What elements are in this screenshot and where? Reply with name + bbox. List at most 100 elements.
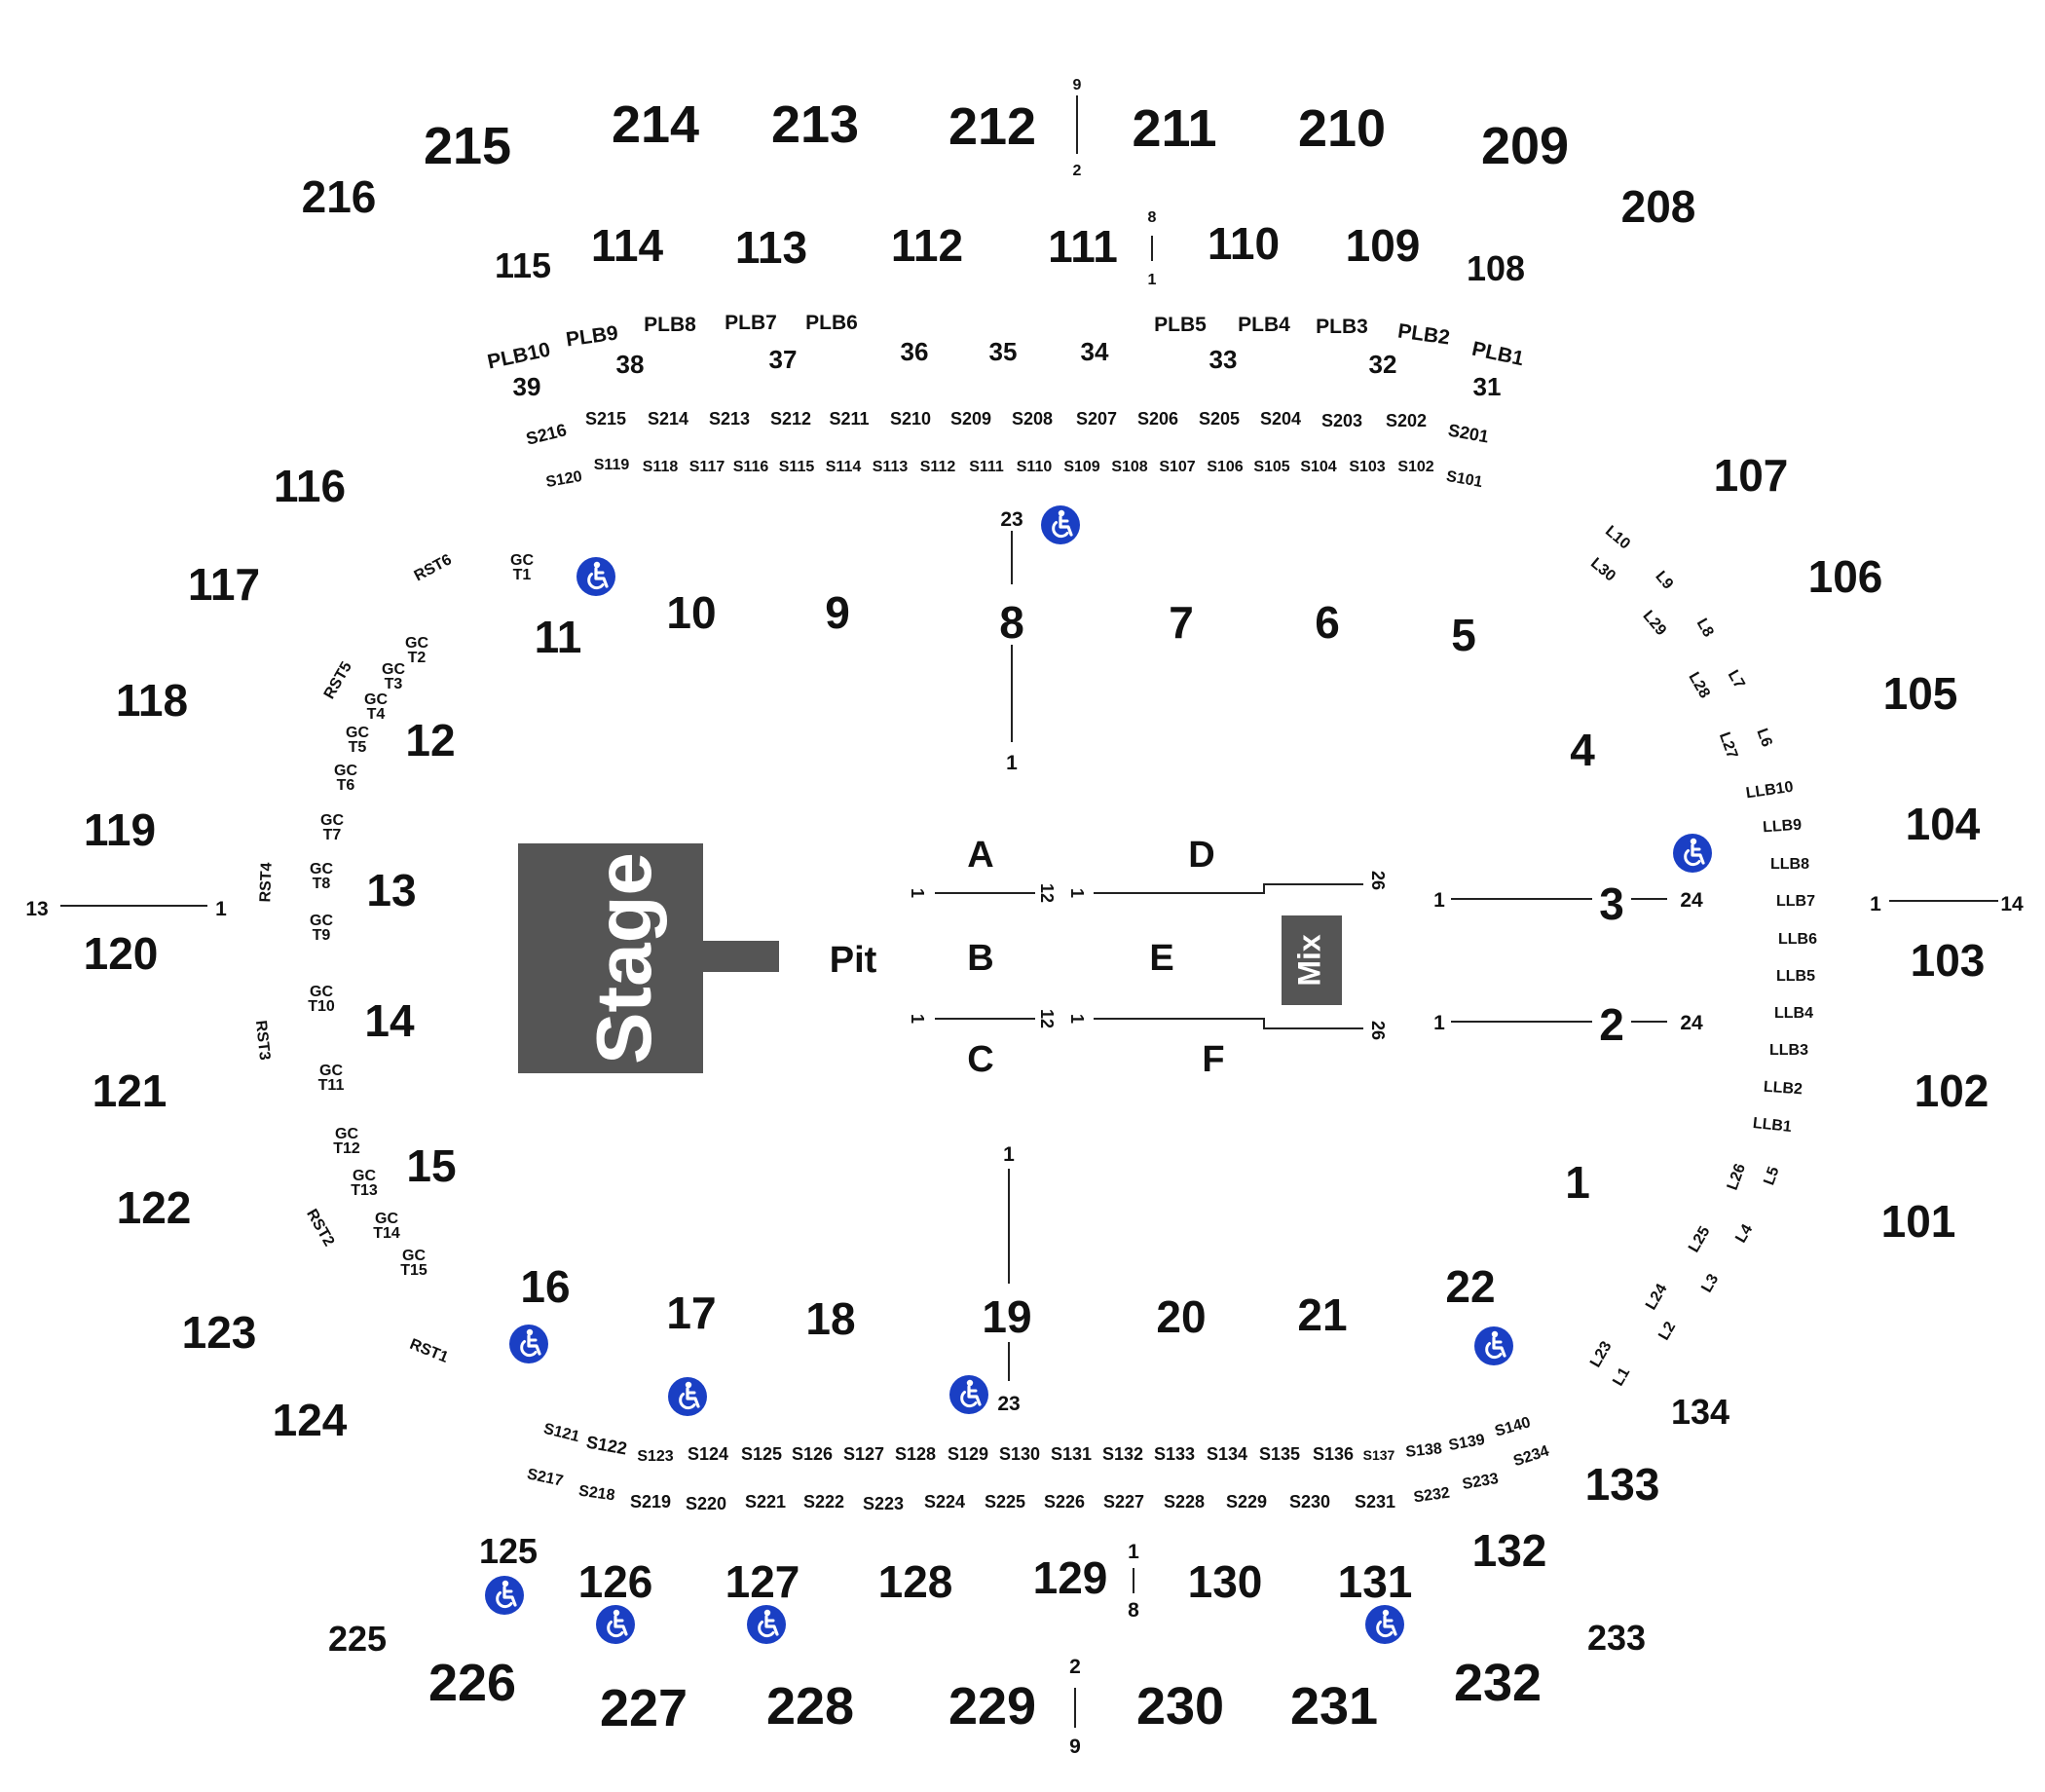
rst-box[interactable]: RST5 — [321, 659, 355, 702]
loge-box[interactable]: L27 — [1716, 730, 1740, 762]
suite[interactable]: S233 — [1461, 1471, 1500, 1493]
suite[interactable]: S214 — [648, 409, 688, 429]
suite[interactable]: S131 — [1051, 1444, 1092, 1464]
section-114[interactable]: 114 — [591, 220, 664, 271]
section-6[interactable]: 6 — [1315, 597, 1340, 648]
section-127[interactable]: 127 — [725, 1556, 800, 1607]
section-130[interactable]: 130 — [1188, 1556, 1263, 1607]
suite[interactable]: S127 — [843, 1444, 884, 1464]
suite[interactable]: S213 — [709, 409, 750, 429]
suite[interactable]: S220 — [686, 1494, 726, 1513]
suite[interactable]: S207 — [1076, 409, 1117, 429]
section-32[interactable]: 32 — [1369, 350, 1397, 379]
section-132[interactable]: 132 — [1472, 1525, 1547, 1576]
section-211[interactable]: 211 — [1132, 99, 1216, 158]
section-231[interactable]: 231 — [1290, 1677, 1378, 1736]
section-21[interactable]: 21 — [1297, 1289, 1347, 1340]
section-233[interactable]: 233 — [1587, 1618, 1646, 1658]
section-8[interactable]: 8 — [999, 597, 1024, 648]
section-37[interactable]: 37 — [769, 345, 798, 374]
suite[interactable]: S228 — [1164, 1492, 1205, 1512]
suite[interactable]: S113 — [873, 459, 909, 475]
lounge-box[interactable]: LLB6 — [1778, 931, 1817, 948]
suite[interactable]: S102 — [1397, 459, 1433, 475]
party-box-plb7[interactable]: PLB7 — [725, 312, 777, 334]
loge-box[interactable]: L2 — [1655, 1319, 1679, 1343]
section-229[interactable]: 229 — [948, 1677, 1036, 1736]
suite[interactable]: S202 — [1386, 411, 1427, 430]
party-box-plb4[interactable]: PLB4 — [1238, 314, 1290, 336]
suite[interactable]: S122 — [585, 1433, 629, 1459]
suite[interactable]: S231 — [1355, 1492, 1395, 1512]
section-215[interactable]: 215 — [424, 117, 511, 175]
lounge-box[interactable]: LLB2 — [1763, 1079, 1803, 1099]
section-128[interactable]: 128 — [878, 1556, 953, 1607]
suite[interactable]: S105 — [1253, 459, 1289, 475]
rst-box[interactable]: RST4 — [257, 862, 275, 903]
suite[interactable]: S116 — [733, 459, 769, 475]
floor-section-f[interactable]: F — [1202, 1039, 1224, 1080]
loge-box[interactable]: L6 — [1753, 727, 1774, 749]
section-216[interactable]: 216 — [302, 171, 377, 222]
section-1[interactable]: 1 — [1565, 1157, 1590, 1208]
suite[interactable]: S232 — [1413, 1484, 1451, 1506]
suite[interactable]: S230 — [1289, 1492, 1330, 1512]
lounge-box[interactable]: LLB7 — [1776, 893, 1815, 910]
lounge-box[interactable]: LLB1 — [1752, 1115, 1793, 1136]
suite[interactable]: S109 — [1063, 459, 1099, 475]
suite[interactable]: S234 — [1511, 1443, 1551, 1471]
section-10[interactable]: 10 — [666, 587, 716, 638]
party-box-plb2[interactable]: PLB2 — [1396, 319, 1451, 349]
loge-box[interactable]: L4 — [1732, 1221, 1756, 1246]
section-38[interactable]: 38 — [616, 350, 645, 379]
section-104[interactable]: 104 — [1906, 799, 1981, 849]
suite[interactable]: S210 — [890, 409, 931, 429]
section-123[interactable]: 123 — [182, 1307, 257, 1358]
section-120[interactable]: 120 — [84, 928, 159, 979]
suite[interactable]: S203 — [1321, 411, 1362, 430]
section-126[interactable]: 126 — [578, 1556, 653, 1607]
loge-box[interactable]: L23 — [1587, 1338, 1616, 1369]
loge-box[interactable]: L7 — [1725, 667, 1748, 691]
section-117[interactable]: 117 — [188, 559, 260, 610]
section-22[interactable]: 22 — [1445, 1261, 1495, 1312]
section-16[interactable]: 16 — [520, 1261, 570, 1312]
suite[interactable]: S120 — [544, 468, 583, 491]
loge-box[interactable]: L5 — [1761, 1165, 1782, 1187]
suite[interactable]: S121 — [541, 1421, 580, 1446]
suite[interactable]: S215 — [585, 409, 626, 429]
section-214[interactable]: 214 — [612, 95, 699, 154]
rst-box[interactable]: RST2 — [303, 1207, 337, 1250]
section-105[interactable]: 105 — [1883, 668, 1958, 719]
lounge-box[interactable]: LLB10 — [1745, 779, 1795, 803]
suite[interactable]: S117 — [689, 459, 725, 475]
suite[interactable]: S140 — [1493, 1414, 1533, 1440]
suite[interactable]: S229 — [1226, 1492, 1267, 1512]
suite[interactable]: S104 — [1300, 459, 1336, 475]
section-19[interactable]: 19 — [982, 1291, 1031, 1342]
mix-booth[interactable] — [1282, 915, 1342, 1005]
suite[interactable]: S225 — [985, 1492, 1025, 1512]
floor-section-e[interactable]: E — [1149, 938, 1173, 979]
party-box-plb3[interactable]: PLB3 — [1316, 316, 1368, 338]
section-3[interactable]: 3 — [1599, 878, 1624, 929]
suite[interactable]: S115 — [779, 459, 815, 475]
suite[interactable]: S136 — [1313, 1444, 1354, 1464]
loge-box[interactable]: L3 — [1698, 1271, 1722, 1295]
suite[interactable]: S135 — [1259, 1444, 1300, 1464]
suite[interactable]: S204 — [1260, 409, 1301, 429]
loge-box[interactable]: L30 — [1587, 555, 1618, 585]
suite[interactable]: S226 — [1044, 1492, 1085, 1512]
section-134[interactable]: 134 — [1671, 1392, 1729, 1432]
suite[interactable]: S219 — [630, 1492, 671, 1512]
loge-box[interactable]: L26 — [1725, 1162, 1749, 1193]
section-121[interactable]: 121 — [93, 1065, 167, 1116]
suite[interactable]: S125 — [741, 1444, 782, 1464]
suite[interactable]: S222 — [803, 1492, 844, 1512]
suite[interactable]: S218 — [577, 1482, 615, 1504]
suite[interactable]: S205 — [1199, 409, 1240, 429]
